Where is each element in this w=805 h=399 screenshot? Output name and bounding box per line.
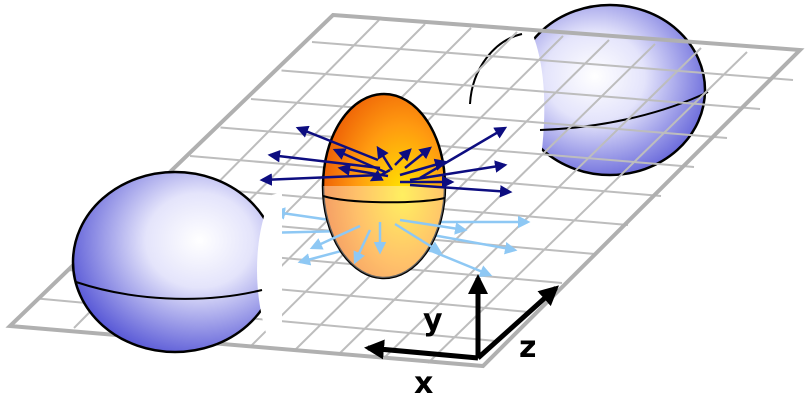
light-arrows-front <box>309 218 468 265</box>
z-axis-arrow <box>476 285 559 360</box>
central-ellipsoid-icon <box>321 92 447 280</box>
left-sphere-icon <box>71 170 282 354</box>
coordinate-axes <box>364 274 559 361</box>
z-axis-label: z <box>519 330 536 365</box>
dark-arrows <box>259 125 513 198</box>
x-axis-label: x <box>414 366 433 399</box>
right-sphere-icon <box>465 3 709 177</box>
x-axis-arrow <box>364 339 479 361</box>
y-axis-label: y <box>423 303 443 338</box>
